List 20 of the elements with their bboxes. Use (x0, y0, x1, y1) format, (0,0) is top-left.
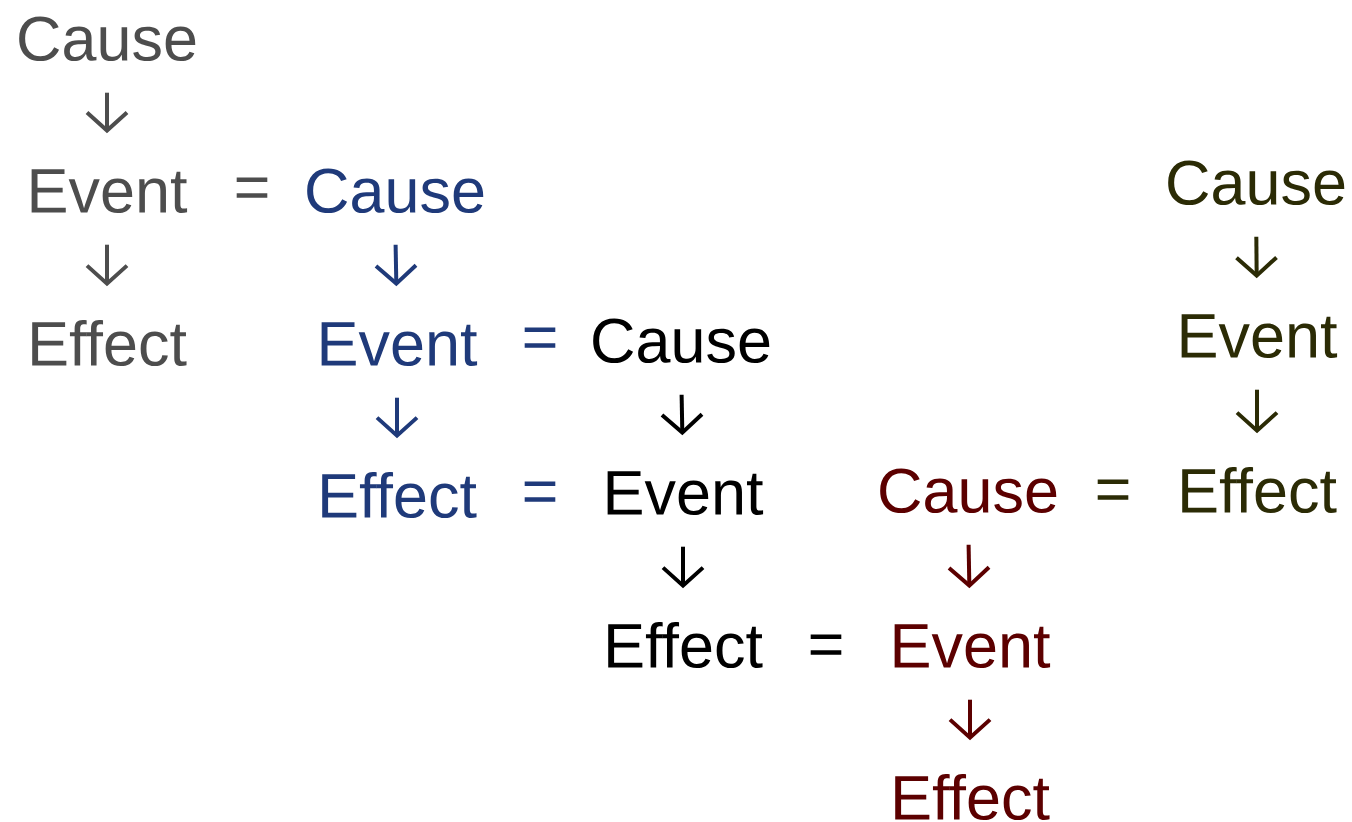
word: Effect (608, 621, 763, 669)
word: Event (894, 624, 1051, 669)
word: Cause (880, 468, 1057, 514)
equals-sign: = (1097, 479, 1129, 500)
word: Event (31, 169, 188, 214)
equals-sign: = (524, 327, 556, 348)
word: Effect (1182, 466, 1337, 514)
word: Cause (1168, 160, 1345, 206)
word: Effect (322, 471, 477, 519)
word: Effect (895, 773, 1050, 821)
word: Cause (19, 16, 196, 62)
equals-sign: = (236, 177, 268, 198)
word: Cause (307, 168, 484, 214)
equals-sign: = (524, 481, 556, 502)
word: Event (607, 471, 764, 516)
equals-sign: = (810, 634, 842, 655)
word: Event (1181, 314, 1338, 359)
word: Effect (32, 319, 187, 367)
word: Event (321, 322, 478, 367)
word: Cause (593, 318, 770, 364)
